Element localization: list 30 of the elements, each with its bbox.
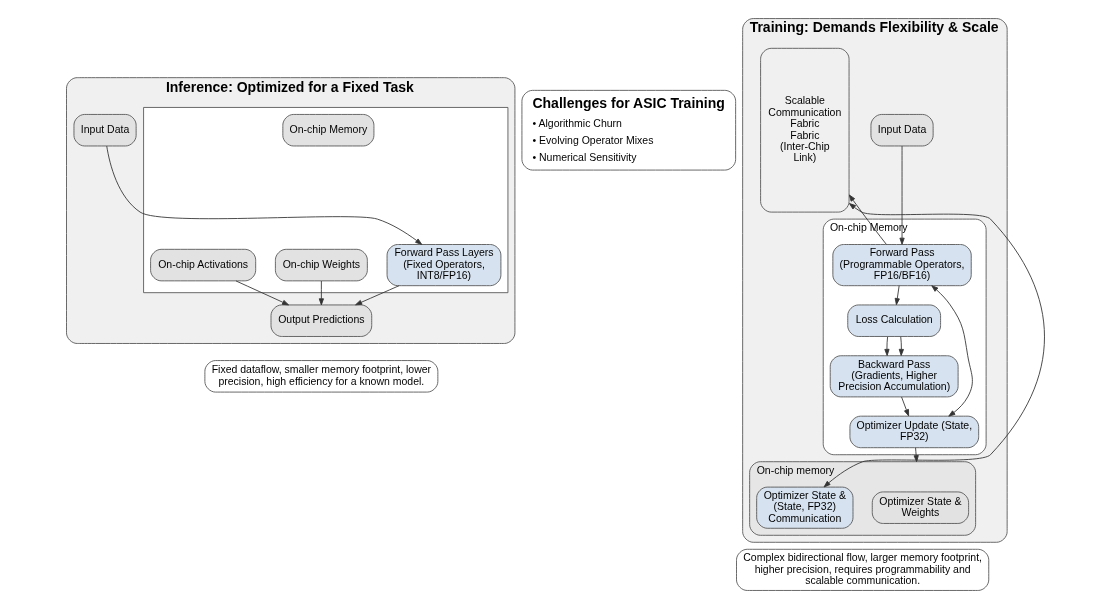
node-box: Forward Pass (Programmable Operators, FP16/BF16) [831, 244, 972, 287]
arrow [898, 336, 904, 356]
cluster [142, 107, 508, 294]
node-box: Output Predictions [270, 304, 372, 337]
node-box: Backward Pass (Gradients, Higher Precision Accumulation) [829, 355, 959, 398]
arrow [930, 285, 973, 417]
node-box: Scalable Communication Fabric Fabric (Inter-Chip Link) [759, 47, 849, 213]
node-box: Input Data [73, 114, 137, 147]
node-box: Optimizer State & Weights [871, 491, 969, 524]
arrow [913, 447, 919, 463]
node-box: Optimizer Update (State, FP32) [849, 415, 979, 449]
arrow [848, 194, 887, 245]
node-box: On-chip Memory [281, 114, 374, 147]
arrow [883, 336, 890, 356]
node-box: On-chip Weights [274, 248, 368, 282]
arrow [894, 285, 900, 306]
arrow [105, 145, 422, 245]
arrow [898, 145, 905, 245]
node-box: Challenges for ASIC Training • Algorithmic Churn • Evolving Operator Mixes • Numerical Sensitivity [521, 89, 736, 171]
arrow [823, 203, 1045, 488]
arrow [354, 285, 399, 306]
node-box: Loss Calculation [846, 304, 941, 337]
node-box: Fixed dataflow, smaller memory footprint, lower precision, high efficiency for a known model. [203, 360, 438, 393]
node-box: Forward Pass Layers (Fixed Operators, INT8/FP16) [386, 244, 501, 287]
arrow [318, 280, 324, 306]
arrow [900, 396, 909, 417]
node-box: On-chip Activations [149, 248, 256, 282]
node-box: Input Data [870, 114, 934, 147]
node-box: Optimizer State & (State, FP32) Communication [755, 486, 853, 529]
node-box: Complex bidirectional flow, larger memory footprint, higher precision, requires programmability and scalable communication. [735, 548, 989, 591]
